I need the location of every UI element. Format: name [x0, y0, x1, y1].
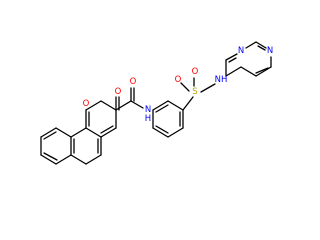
bond — [40, 154, 57, 165]
bond — [167, 127, 184, 138]
bond — [200, 83, 216, 93]
pyrimidine-nitrogen-label: N — [238, 46, 244, 56]
bond — [152, 100, 169, 111]
amide-nitrogen-label: N — [145, 105, 151, 115]
sulfonamide-nh-label: NH — [215, 75, 228, 85]
bond — [240, 66, 257, 77]
bond — [70, 154, 87, 165]
bond — [180, 82, 190, 92]
bond-double — [100, 125, 114, 134]
bond — [255, 41, 267, 49]
molecule-canvas: O O O N H S O O NH N N — [40, 41, 274, 165]
bond — [100, 100, 117, 111]
bond-double — [155, 125, 169, 134]
sulfur-label: S — [192, 87, 197, 97]
ring-oxygen-label: O — [83, 99, 90, 109]
bond — [115, 100, 132, 111]
bond — [85, 127, 102, 138]
bond — [100, 127, 117, 138]
amide-carbonyl-oxygen-label: O — [130, 77, 137, 87]
bond-double — [43, 152, 58, 161]
bond — [40, 127, 57, 138]
bond — [225, 53, 238, 61]
bond — [182, 96, 194, 111]
bond — [167, 100, 184, 111]
bond — [70, 127, 87, 138]
amide-hydrogen-label: H — [145, 114, 151, 124]
bond — [55, 154, 72, 165]
atom-label-layer: O O O N H S O O NH N N — [83, 46, 274, 124]
bond — [85, 100, 102, 111]
bond-double — [155, 104, 169, 113]
bond-double — [255, 67, 269, 74]
pyrimidine-nitrogen-label: N — [267, 46, 273, 56]
bond-double — [228, 57, 237, 63]
bond — [245, 41, 257, 49]
bond — [152, 127, 169, 138]
sulfonyl-oxygen-left-label: O — [175, 75, 182, 85]
molecule-structure: O O O N H S O O NH N N — [40, 41, 274, 165]
lactone-carbonyl-oxygen-label: O — [115, 87, 122, 97]
bond — [255, 66, 272, 77]
sulfonyl-oxygen-right-label: O — [192, 67, 199, 77]
bond — [85, 154, 102, 165]
bond — [130, 100, 144, 109]
bond-layer — [40, 41, 272, 165]
bond — [55, 127, 72, 138]
bond-double — [257, 45, 266, 51]
bond — [225, 66, 242, 77]
bond-double — [43, 131, 57, 140]
